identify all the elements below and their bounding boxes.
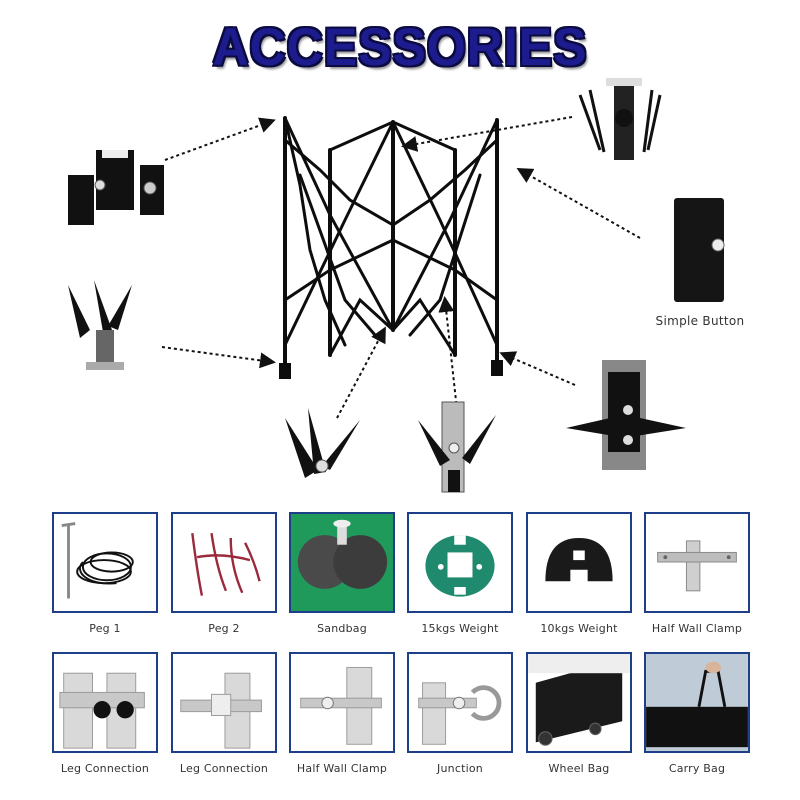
junction-icon xyxy=(407,652,513,753)
callout-arrows xyxy=(161,116,641,419)
horseshoe-weight-icon xyxy=(526,512,632,613)
page-title: ACCESSORIES xyxy=(212,17,588,77)
accessory-label: Wheel Bag xyxy=(548,762,610,775)
leg-connection-plate-icon xyxy=(171,652,277,753)
frame-diagram xyxy=(68,78,725,493)
half-wall-clamp-round-icon xyxy=(289,652,395,753)
simple-button-label: Simple Button xyxy=(655,314,745,328)
round-weight-icon xyxy=(407,512,513,613)
wheel-bag-icon xyxy=(526,652,632,753)
accessory-label: 15kgs Weight xyxy=(421,622,499,635)
accessory-label: 10kgs Weight xyxy=(540,622,618,635)
foot-plate-icon xyxy=(68,280,132,370)
peg-strap-icon xyxy=(171,512,277,613)
accessory-grid: Peg 1 Peg 2 Sandbag 15kgs Weight 10kgs W… xyxy=(0,505,800,800)
center-top-icon xyxy=(578,78,662,160)
accessory-label: Sandbag xyxy=(317,622,367,635)
half-wall-clamp-icon xyxy=(644,512,750,613)
slider-joint-icon xyxy=(285,408,360,478)
accessory-label: Peg 2 xyxy=(208,622,240,635)
top-corner-bracket-icon xyxy=(68,150,164,225)
tent-frame xyxy=(279,116,503,379)
accessory-label: Half Wall Clamp xyxy=(296,762,388,775)
accessory-label: Junction xyxy=(437,762,483,775)
accessory-label: Half Wall Clamp xyxy=(651,622,743,635)
pole-joint-icon xyxy=(418,401,496,493)
accessory-label: Peg 1 xyxy=(89,622,121,635)
accessory-label: Carry Bag xyxy=(668,762,726,775)
carry-bag-icon xyxy=(644,652,750,753)
simple-button-icon xyxy=(674,198,725,302)
accessory-label: Leg Connection xyxy=(60,762,150,775)
accessory-label: Leg Connection xyxy=(179,762,269,775)
leg-bracket-icon xyxy=(566,360,686,470)
leg-connection-knob-icon xyxy=(52,652,158,753)
sandbag-icon xyxy=(289,512,395,613)
peg-cord-icon xyxy=(52,512,158,613)
